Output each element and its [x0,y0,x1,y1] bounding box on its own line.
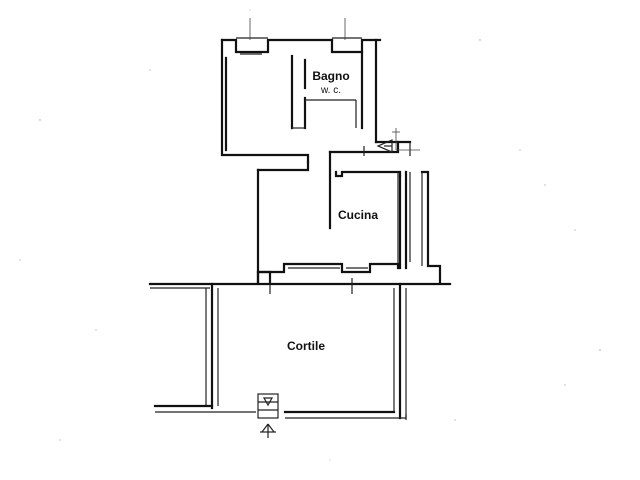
scan-noise [19,9,601,461]
stair-steps-icon [257,393,279,419]
kitchen-block-walls [256,150,442,284]
building-baseline [148,278,452,294]
room-label-cucina: Cucina [338,208,378,222]
room-label-bagno: Bagno [312,69,349,83]
section-marker-icon [376,128,420,153]
upper-block-walls [220,18,412,164]
entrance-arrow-icon [260,423,276,438]
room-label-cortile: Cortile [287,339,325,353]
room-sublabel-wc: w. c. [320,85,341,96]
courtyard-walls [153,282,407,420]
